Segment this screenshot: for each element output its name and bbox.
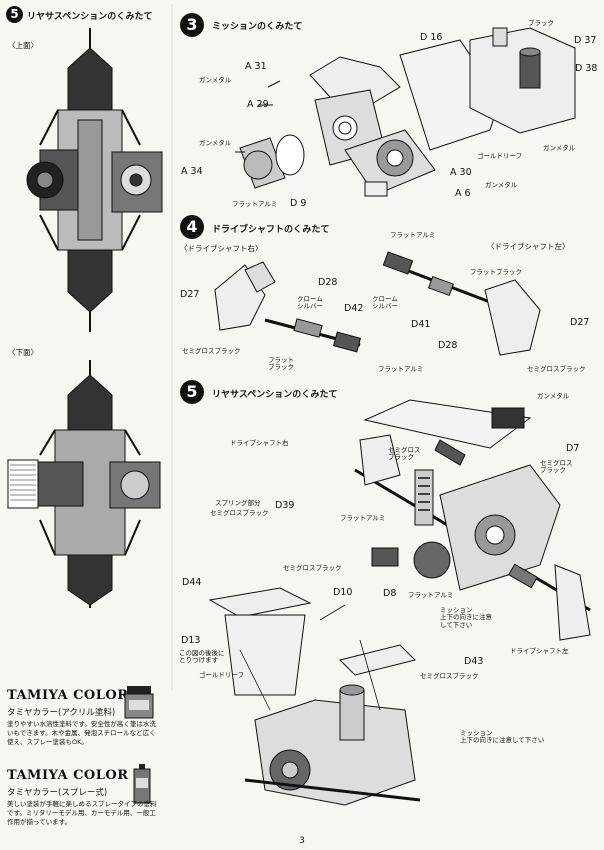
left-step-title: リヤサスペンションのくみたて <box>27 12 153 22</box>
label-d28-top: D28 <box>318 277 338 288</box>
promo-sub-spray: タミヤカラー(スプレー式) <box>7 788 108 798</box>
label-driveshaft-right: ドライブシャフト右 <box>230 439 289 447</box>
label-semigloss-d: セミグロスブラック <box>283 564 342 572</box>
label-semigloss-black-1: セミグロスブラック <box>182 347 241 355</box>
label-a29: A 29 <box>247 99 269 110</box>
label-semigloss-black-2: セミグロスブラック <box>527 365 586 373</box>
label-d38: D 38 <box>575 63 598 74</box>
promo-sub-acrylic: タミヤカラー(アクリル塗料) <box>7 708 116 718</box>
page-number: 3 <box>299 836 305 846</box>
label-d27-right: D27 <box>570 317 590 328</box>
label-d44: D44 <box>182 577 202 588</box>
step-5-marker: 5 <box>6 6 23 23</box>
label-d28-bottom: D28 <box>438 340 458 351</box>
label-d9: D 9 <box>290 198 307 209</box>
rear-suspension-assembly-view <box>208 399 591 806</box>
label-flat-black-1: フラット ブラック <box>268 356 294 372</box>
step-3-title: ミッションのくみたて <box>212 22 303 32</box>
step-4-title: ドライブシャフトのくみたて <box>212 225 330 235</box>
label-chrome-silver-1: クローム シルバー <box>297 295 323 311</box>
driveshaft-left-subtitle: 〈ドライブシャフト左〉 <box>487 242 570 251</box>
label-d41: D41 <box>411 319 431 330</box>
label-gold-leaf-5: ゴールドリーフ <box>199 671 245 679</box>
label-d27-left: D27 <box>180 289 200 300</box>
step-5-main-marker: 5 <box>180 380 204 404</box>
promo-body-spray: 美しい塗装が手軽に楽しめるスプレータイプの塗料です。ミリタリーモデル用、カーモデ… <box>7 800 157 826</box>
label-flat-alumi-b: フラットアルミ <box>408 591 454 599</box>
label-driveshaft-left: ドライブシャフト左 <box>510 647 569 655</box>
label-flat-alumi-a: フラットアルミ <box>340 514 386 522</box>
label-flat-black-2: フラットブラック <box>470 268 522 276</box>
label-spring-part: スプリング部分 <box>215 499 261 507</box>
label-chrome-silver-2: クローム シルバー <box>372 295 398 311</box>
label-a31: A 31 <box>245 61 267 72</box>
tamiya-color-promo: TAMIYA COLOR タミヤカラー(アクリル塗料) 塗りやすい水溶性塗料です… <box>7 686 160 848</box>
label-d39: D39 <box>275 500 295 511</box>
label-d8: D8 <box>383 588 397 599</box>
label-gunmetal-3: ガンメタル <box>543 144 576 152</box>
label-after-figure: この図の後後に とりつけます <box>179 649 225 665</box>
label-d10: D10 <box>333 587 353 598</box>
label-d37: D 37 <box>574 35 597 46</box>
label-gunmetal: ガンメタル <box>537 392 570 400</box>
label-flat-alumi: フラットアルミ <box>232 200 278 208</box>
label-d42: D42 <box>344 303 364 314</box>
label-a6: A 6 <box>455 188 471 199</box>
label-a34: A 34 <box>181 166 203 177</box>
label-flat-alumi-1: フラットアルミ <box>378 365 424 373</box>
driveshaft-right-view <box>214 261 362 353</box>
top-view-label: 〈上面〉 <box>8 41 38 50</box>
label-black: ブラック <box>528 19 554 27</box>
rear-suspension-bottom-view <box>7 360 161 608</box>
label-gold-leaf: ゴールドリーフ <box>477 152 523 160</box>
promo-body-acrylic: 塗りやすい水溶性塗料です。安全性が高く筆は水洗いもできます。木や金属、発泡スチロ… <box>7 720 156 746</box>
bottom-view-label: 〈下面〉 <box>8 348 38 357</box>
label-semigloss-c: セミグロスブラック <box>210 509 269 517</box>
label-semigloss-b: セミグロス ブラック <box>540 459 573 475</box>
label-gunmetal-2: ガンメタル <box>199 139 232 147</box>
label-mission-note-2: ミッション 上下の向きに注意して下さい <box>460 729 545 745</box>
label-gunmetal-1: ガンメタル <box>199 76 232 84</box>
label-d43: D43 <box>464 656 484 667</box>
label-a30: A 30 <box>450 167 472 178</box>
step-3-marker: 3 <box>180 13 204 37</box>
label-d16: D 16 <box>420 32 443 43</box>
transmission-exploded-view <box>235 27 576 197</box>
driveshaft-right-subtitle: 〈ドライブシャフト右〉 <box>180 244 263 253</box>
label-flat-alumi-top: フラットアルミ <box>390 231 436 239</box>
label-gunmetal-4: ガンメタル <box>485 181 518 189</box>
promo-title-acrylic: TAMIYA COLOR <box>7 688 129 703</box>
label-d7: D7 <box>566 443 580 454</box>
label-semigloss-e: セミグロスブラック <box>420 672 479 680</box>
label-mission-note: ミッション 上下の向きに注意 して下さい <box>440 606 492 629</box>
driveshaft-left-view <box>382 251 541 356</box>
promo-title-spray: TAMIYA COLOR <box>7 768 129 783</box>
step-4-marker: 4 <box>180 215 204 239</box>
label-d13: D13 <box>181 635 201 646</box>
label-semigloss-a: セミグロス ブラック <box>388 446 421 462</box>
rear-suspension-top-view <box>26 28 163 332</box>
spray-can-icon <box>131 764 153 804</box>
step-5-title: リヤサスペンションのくみたて <box>212 390 338 400</box>
paint-jar-icon <box>123 684 155 720</box>
